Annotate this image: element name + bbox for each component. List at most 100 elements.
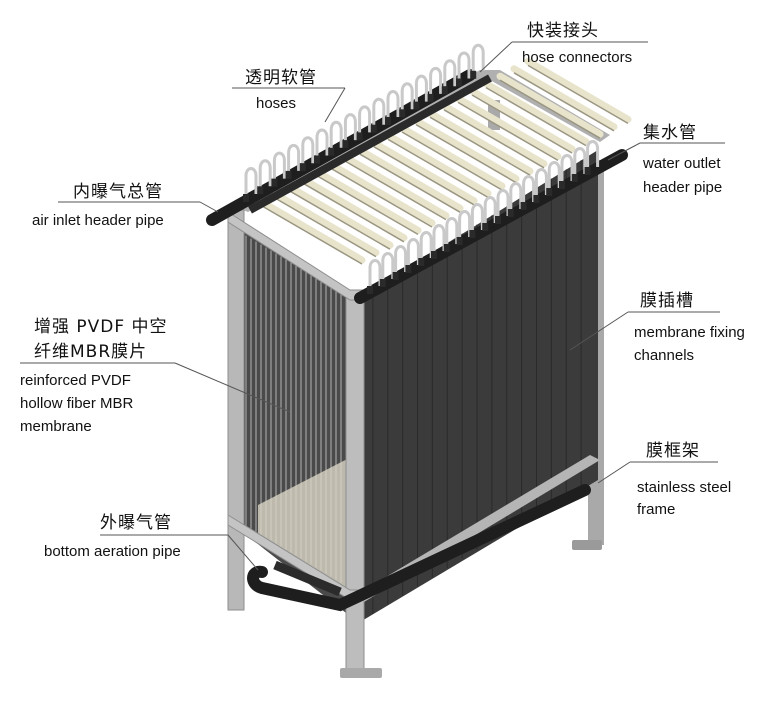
hose-bar xyxy=(482,80,590,146)
hose-loop xyxy=(471,43,485,75)
hose-bar xyxy=(370,139,478,205)
hose-connectors xyxy=(243,43,600,294)
hose-cap xyxy=(418,258,425,266)
hose-cap xyxy=(413,101,420,110)
hose-bar xyxy=(468,87,576,153)
hose-loop xyxy=(458,210,472,241)
hose-bar-shadow xyxy=(345,160,447,221)
hose-loop xyxy=(534,168,548,199)
label-air-inlet-zh: 内曝气总管 xyxy=(73,182,163,202)
hose-bar xyxy=(286,183,394,249)
hose-cap xyxy=(482,223,489,231)
hose-bar xyxy=(398,124,506,190)
hose-bar xyxy=(328,161,436,227)
label-membrane-fixing-en-2: channels xyxy=(634,347,695,364)
hose-cap xyxy=(520,202,527,210)
hose-loop xyxy=(496,189,510,220)
hose-cap xyxy=(285,170,292,179)
hose-cap xyxy=(470,70,477,79)
hose-loop xyxy=(429,66,443,98)
hose-bar-shadow xyxy=(401,131,503,191)
leader-hoses xyxy=(324,87,346,123)
hose-cap xyxy=(257,186,264,195)
hose-bar-shadow xyxy=(499,79,601,139)
hose-loop xyxy=(586,140,600,171)
hose-loop xyxy=(457,51,471,83)
hose-cap xyxy=(456,78,462,87)
hose-bar-shadow xyxy=(513,72,615,132)
bottom-aeration-pipe xyxy=(247,484,591,612)
hose-cap xyxy=(356,132,363,141)
frame-post-front-left xyxy=(227,209,245,611)
hose-bar-shadow xyxy=(331,168,433,228)
hose-bar-shadow xyxy=(429,116,531,176)
label-bottom-aeration-zh: 外曝气管 xyxy=(100,513,172,533)
hose-bar xyxy=(314,168,422,234)
hose-loop xyxy=(358,105,372,137)
leader-air-inlet xyxy=(199,201,219,213)
label-water-outlet-en-2: header pipe xyxy=(643,179,723,196)
hose-cap xyxy=(342,140,349,149)
hose-cap xyxy=(370,124,377,133)
hose-loop xyxy=(573,147,587,178)
hose-cap xyxy=(392,272,399,280)
top-hose-bars xyxy=(258,57,632,265)
frame-foot-front-right xyxy=(340,668,382,678)
label-bottom-aeration-en: bottom aeration pipe xyxy=(44,543,181,560)
hose-cap xyxy=(299,163,306,172)
hose-loop xyxy=(443,59,457,91)
hose-bar-shadow xyxy=(443,109,545,169)
water-outlet-header-pipe xyxy=(354,149,628,304)
hose-loop xyxy=(445,217,459,248)
hose-cap xyxy=(314,155,320,164)
hose-loop xyxy=(244,167,258,198)
hose-bar xyxy=(272,191,380,257)
hose-loop xyxy=(287,143,301,175)
hose-loop xyxy=(509,182,523,213)
hose-loop xyxy=(394,245,408,276)
label-membrane-en-1: reinforced PVDF xyxy=(20,372,131,389)
hose-bar xyxy=(510,65,618,131)
hose-cap xyxy=(431,251,437,259)
hose-cap xyxy=(584,167,591,175)
hose-loop xyxy=(560,154,574,185)
label-membrane-fixing-zh: 膜插槽 xyxy=(640,291,694,311)
hose-bar-shadow xyxy=(289,190,391,250)
hose-loop xyxy=(522,175,536,206)
hose-cap xyxy=(399,109,406,118)
label-membrane-zh-2: 纤维MBR膜片 xyxy=(34,342,148,362)
hose-cap xyxy=(533,195,540,203)
hose-loop xyxy=(329,120,343,152)
label-membrane-en-2: hollow fiber MBR xyxy=(20,395,134,412)
hose-loop xyxy=(386,90,400,121)
water-outlet-header-pipe-back xyxy=(248,74,492,214)
hose-bar-shadow xyxy=(387,138,489,199)
label-hose-connectors-zh: 快装接头 xyxy=(527,21,599,41)
leader-frame xyxy=(597,461,631,484)
leader-lines xyxy=(20,41,725,571)
leader-hose-connectors xyxy=(479,41,513,73)
hose-bar-shadow xyxy=(485,86,587,147)
label-hoses-en: hoses xyxy=(256,95,297,112)
label-water-outlet-zh: 集水管 xyxy=(643,123,697,143)
hose-bar-shadow xyxy=(527,64,629,125)
hose-bar-shadow xyxy=(275,197,377,258)
hose-bar-shadow xyxy=(359,153,461,213)
label-hose-connectors-en: hose connectors xyxy=(522,49,633,66)
hose-loop xyxy=(400,82,414,114)
frame-post-front-right xyxy=(345,289,365,676)
hose-cap xyxy=(443,244,450,252)
hose-loop xyxy=(272,151,286,183)
label-air-inlet-en: air inlet header pipe xyxy=(32,212,164,229)
label-membrane-fixing-en-1: membrane fixing xyxy=(634,324,745,341)
leader-bottom-aeration xyxy=(227,534,259,571)
bottom-aeration-pipe-branch xyxy=(273,560,342,597)
hose-cap xyxy=(328,147,335,156)
hose-loop xyxy=(483,196,497,227)
hose-loop xyxy=(381,252,395,283)
hose-loop xyxy=(301,136,315,168)
hose-cap xyxy=(507,209,514,217)
hose-cap xyxy=(427,93,434,102)
hose-loop xyxy=(368,259,382,290)
